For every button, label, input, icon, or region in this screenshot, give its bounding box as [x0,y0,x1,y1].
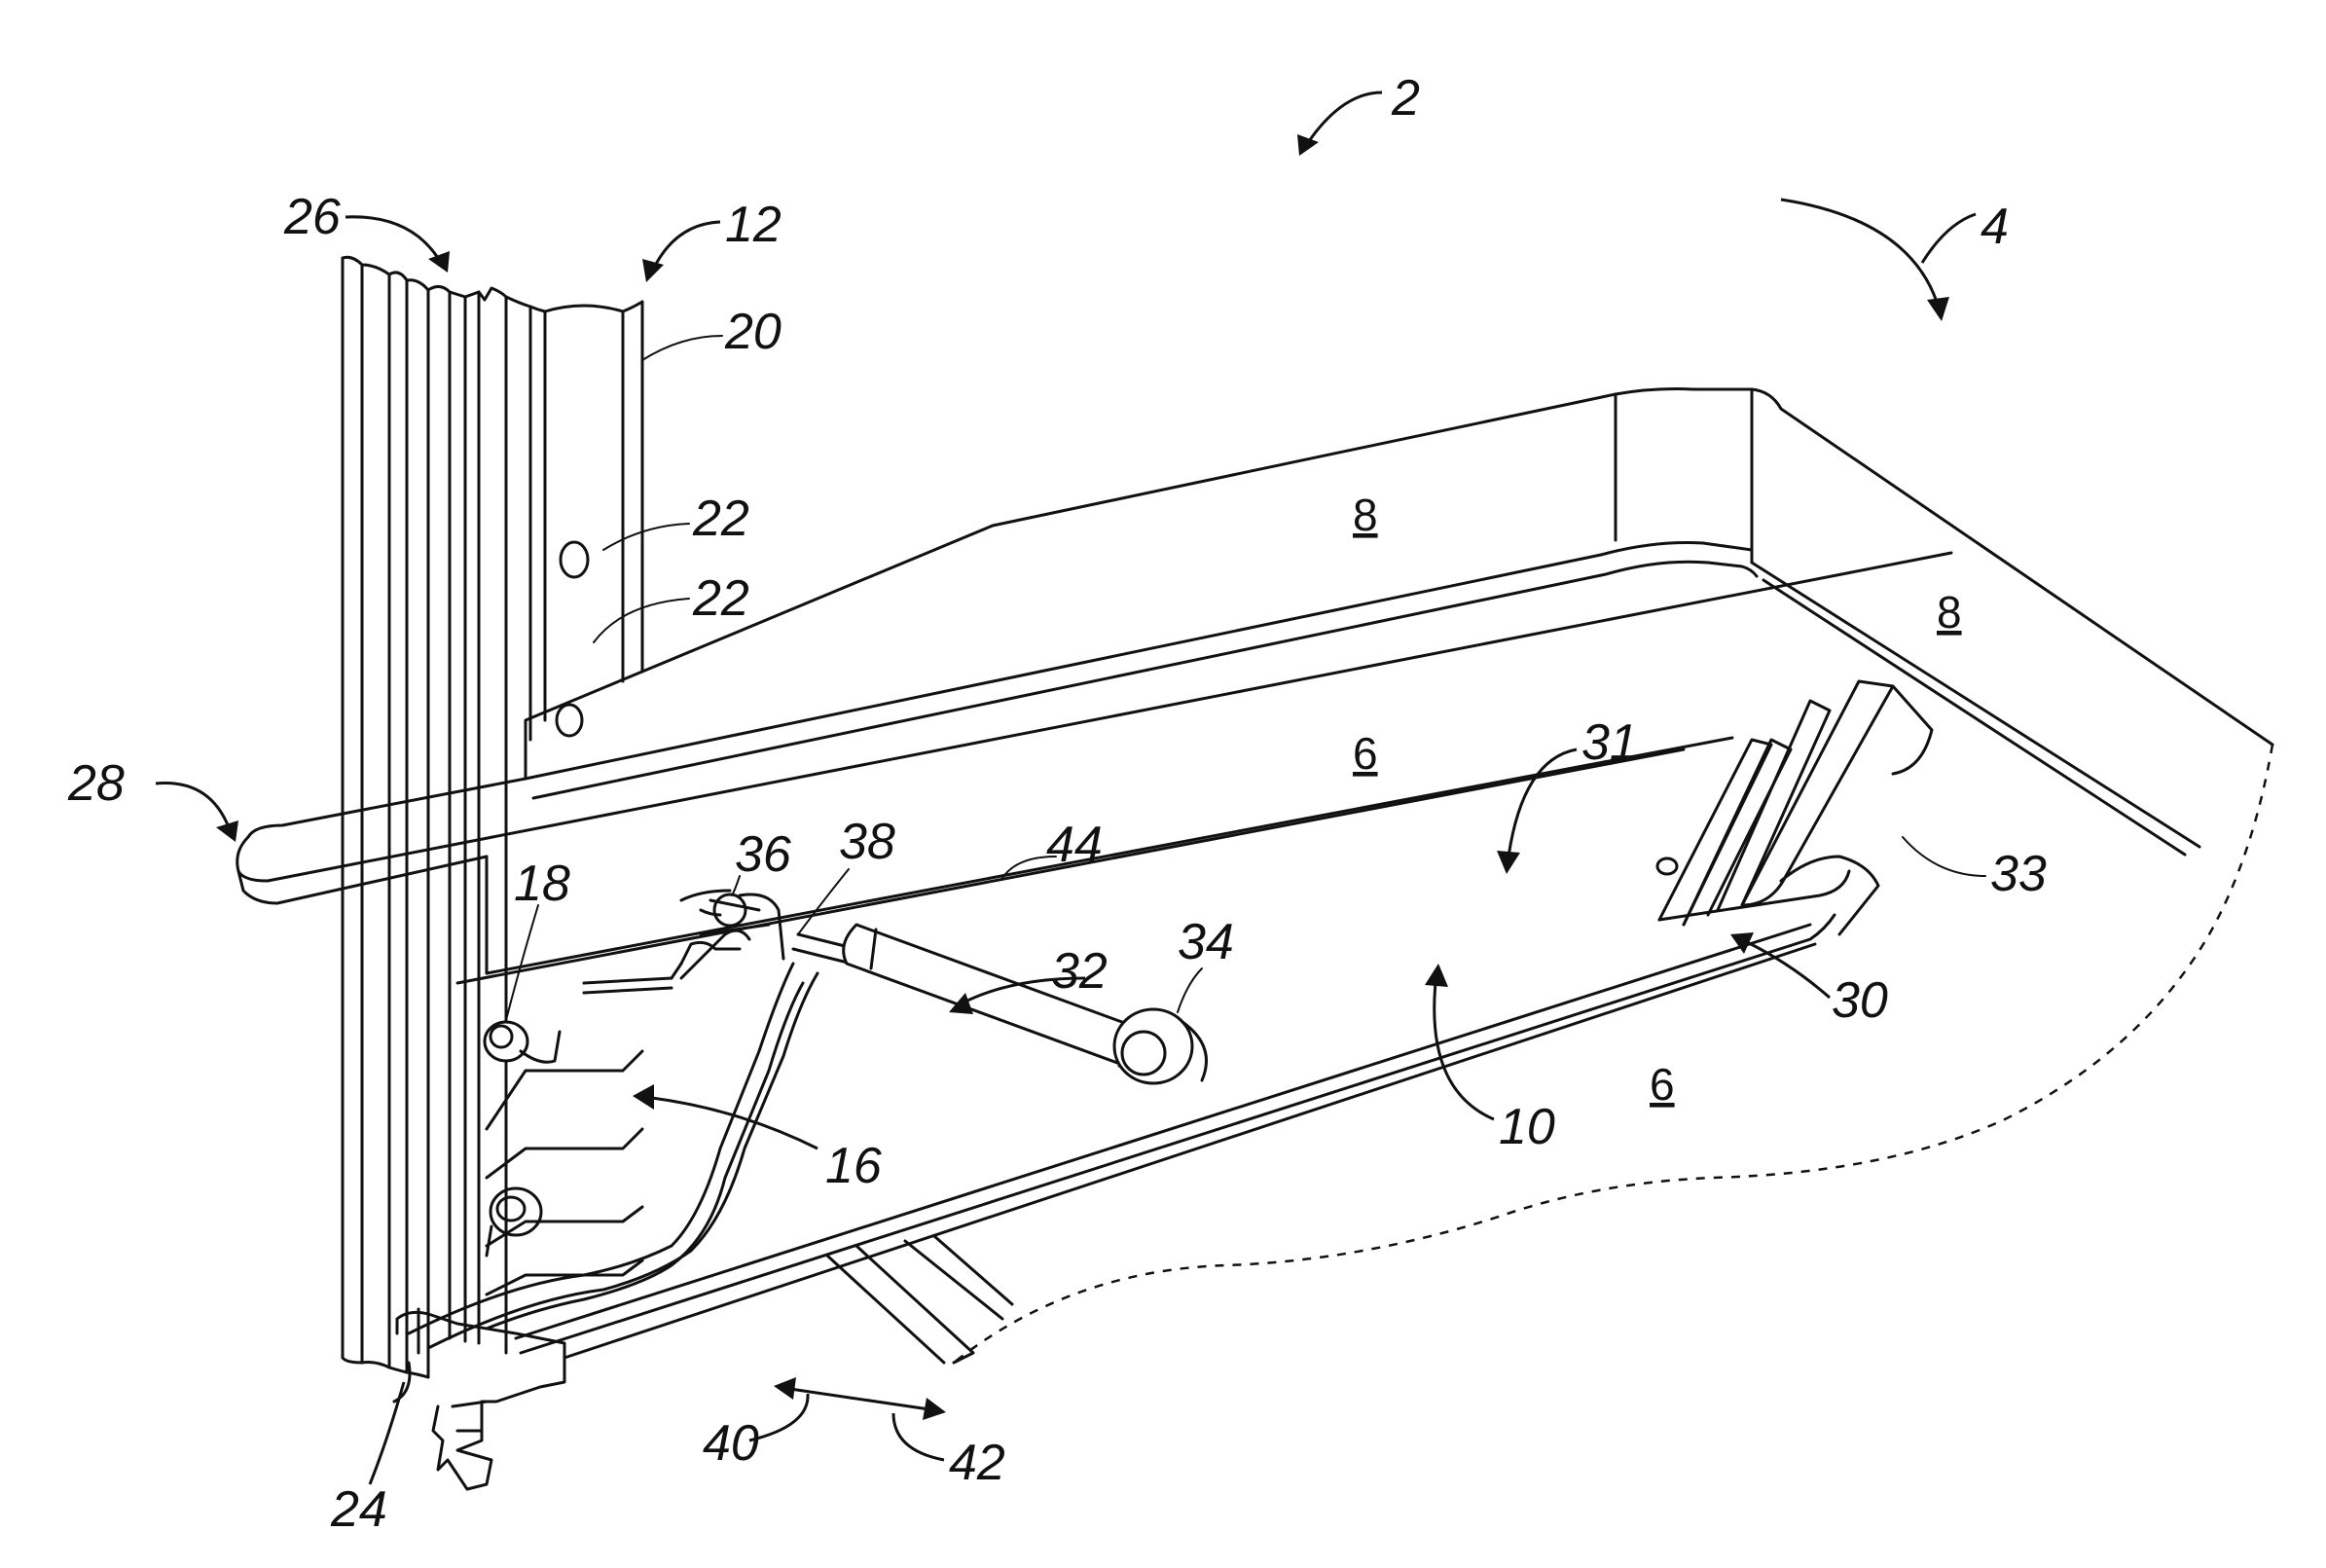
label-44: 44 [1046,817,1103,873]
label-31: 31 [1581,714,1638,771]
label-42: 42 [949,1435,1005,1491]
label-24: 24 [330,1481,387,1538]
label-32: 32 [1051,943,1108,1000]
label-22-lower: 22 [692,570,749,627]
label-22-upper: 22 [692,491,749,547]
label-6-bottom: 6 [1650,1059,1675,1110]
end-bracket [1657,681,1932,934]
label-20: 20 [724,304,781,360]
label-10: 10 [1499,1099,1555,1155]
label-6-floor: 6 [1353,728,1378,779]
label-8-back: 8 [1353,490,1378,540]
label-2: 2 [1391,70,1420,127]
label-12: 12 [725,197,781,253]
label-40: 40 [703,1415,759,1472]
label-16: 16 [825,1138,882,1194]
label-28: 28 [67,755,125,812]
label-33: 33 [1990,846,2047,902]
label-4: 4 [1981,199,2009,255]
label-34: 34 [1178,914,1234,970]
label-18: 18 [514,856,570,912]
label-30: 30 [1832,972,1888,1029]
label-26: 26 [283,189,341,245]
reference-labels: 2 4 8 8 6 6 10 12 16 18 20 22 22 24 26 2… [67,70,2047,1538]
label-8-right: 8 [1937,587,1962,638]
leader-lines [156,92,1985,1484]
gas-strut [793,925,1207,1083]
label-36: 36 [735,826,791,883]
support-arm [409,891,818,1348]
label-38: 38 [839,814,895,870]
